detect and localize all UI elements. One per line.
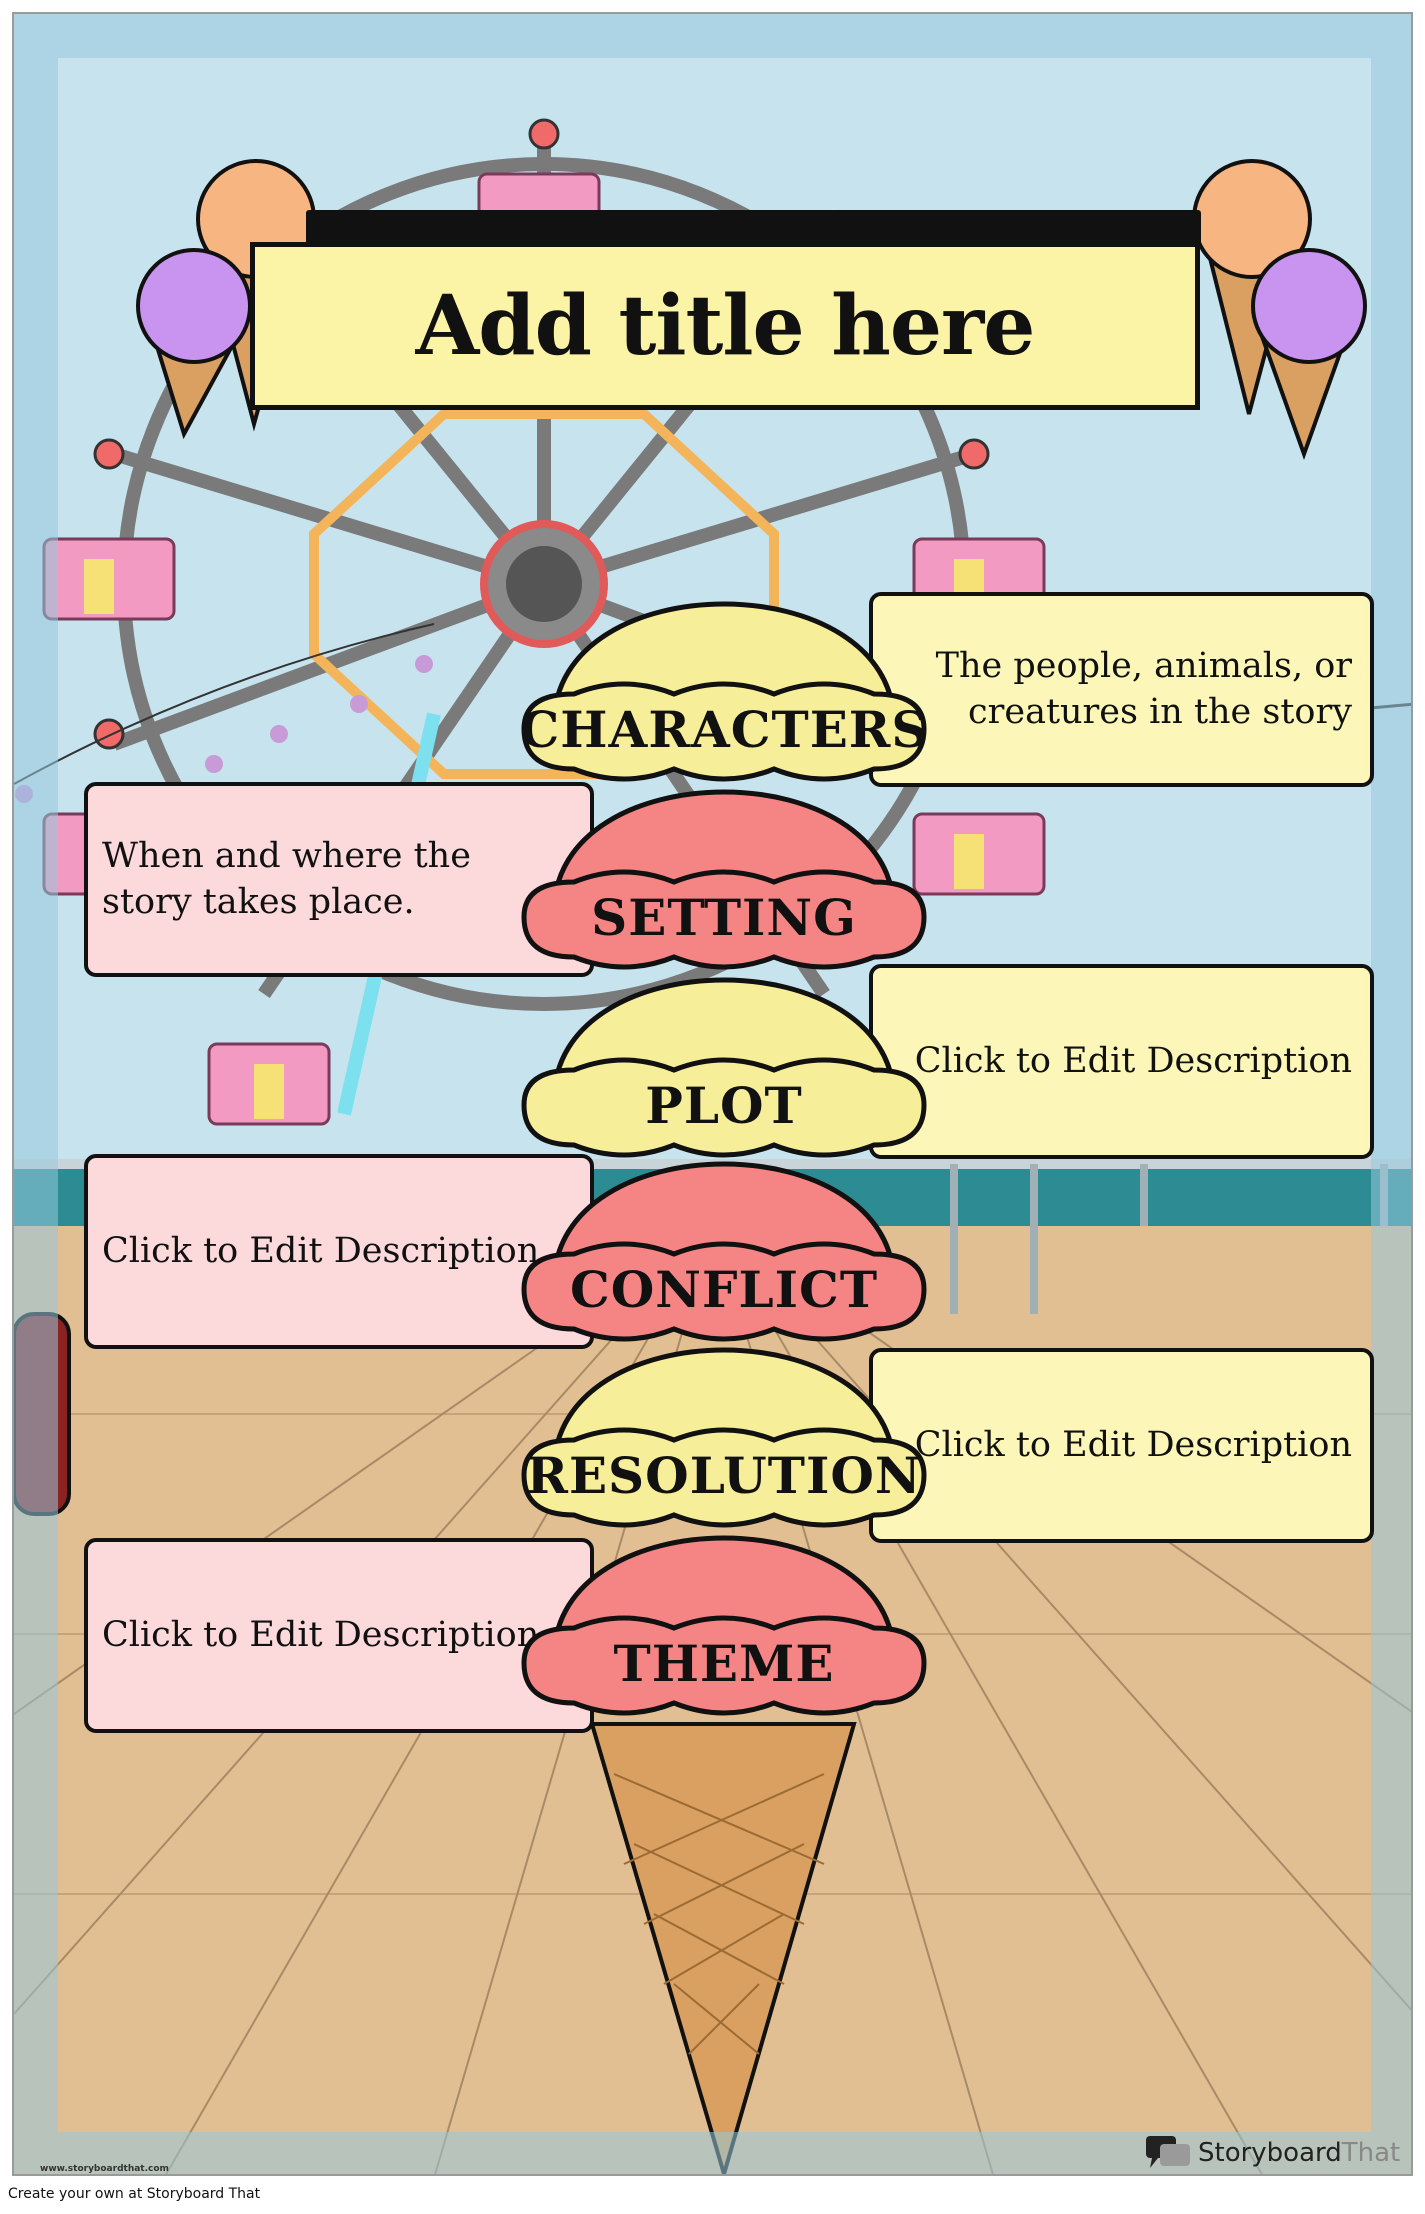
scoop-conflict[interactable]: CONFLICT bbox=[504, 1104, 944, 1364]
scoop-label: PLOT bbox=[645, 1076, 803, 1135]
scoop-characters[interactable]: CHARACTERS bbox=[504, 544, 944, 804]
cone-icon-top-right bbox=[1192, 159, 1367, 460]
description-text[interactable]: Click to Edit Description bbox=[102, 1614, 540, 1655]
scoop-label: RESOLUTION bbox=[526, 1446, 922, 1505]
scoop-theme[interactable]: THEME bbox=[504, 1478, 944, 1738]
storyboardthat-logo[interactable]: StoryboardThat bbox=[1146, 2136, 1400, 2170]
description-box-setting[interactable]: When and where the story takes place. bbox=[84, 782, 594, 977]
description-box-plot[interactable]: Click to Edit Description bbox=[869, 964, 1374, 1159]
speech-bubbles-icon bbox=[1146, 2136, 1190, 2168]
scoop-shape bbox=[521, 977, 927, 1158]
scoop-plot[interactable]: PLOT bbox=[504, 920, 944, 1180]
scoop-resolution[interactable]: RESOLUTION bbox=[504, 1290, 944, 1550]
scoop-shape bbox=[521, 1535, 927, 1716]
scoop-label: THEME bbox=[613, 1634, 835, 1693]
logo-text: StoryboardThat bbox=[1198, 2138, 1400, 2168]
poster-title[interactable]: Add title here bbox=[415, 278, 1036, 374]
bench bbox=[14, 1312, 71, 1516]
scoop-label: SETTING bbox=[591, 888, 857, 947]
description-box-conflict[interactable]: Click to Edit Description bbox=[84, 1154, 594, 1349]
string-lights bbox=[14, 623, 435, 785]
title-banner[interactable]: Add title here bbox=[250, 242, 1200, 410]
description-text[interactable]: When and where the story takes place. bbox=[102, 836, 471, 922]
description-box-characters[interactable]: The people, animals, or creatures in the… bbox=[869, 592, 1374, 787]
watermark-url: www.storyboardthat.com bbox=[40, 2164, 169, 2174]
scoop-setting[interactable]: SETTING bbox=[504, 732, 944, 992]
description-box-theme[interactable]: Click to Edit Description bbox=[84, 1538, 594, 1733]
logo-suffix: That bbox=[1341, 2138, 1401, 2168]
scoop-label: CHARACTERS bbox=[519, 700, 929, 759]
description-box-resolution[interactable]: Click to Edit Description bbox=[869, 1348, 1374, 1543]
scoop-shape bbox=[521, 1347, 927, 1528]
logo-name: Storyboard bbox=[1198, 2138, 1342, 2168]
create-your-own-link[interactable]: Create your own at Storyboard That bbox=[8, 2186, 261, 2202]
cone-waffle bbox=[613, 1773, 825, 2055]
scoop-shape bbox=[521, 1161, 927, 1342]
poster: Add title here The people, animals, or c… bbox=[12, 12, 1413, 2176]
description-text[interactable]: Click to Edit Description bbox=[102, 1230, 540, 1271]
scoop-shape bbox=[521, 789, 927, 970]
description-text[interactable]: Click to Edit Description bbox=[914, 1424, 1352, 1465]
description-text[interactable]: Click to Edit Description bbox=[914, 1040, 1352, 1081]
scoop-shape bbox=[521, 601, 927, 782]
scoop-label: CONFLICT bbox=[569, 1260, 879, 1319]
description-text[interactable]: The people, animals, or creatures in the… bbox=[935, 646, 1352, 732]
